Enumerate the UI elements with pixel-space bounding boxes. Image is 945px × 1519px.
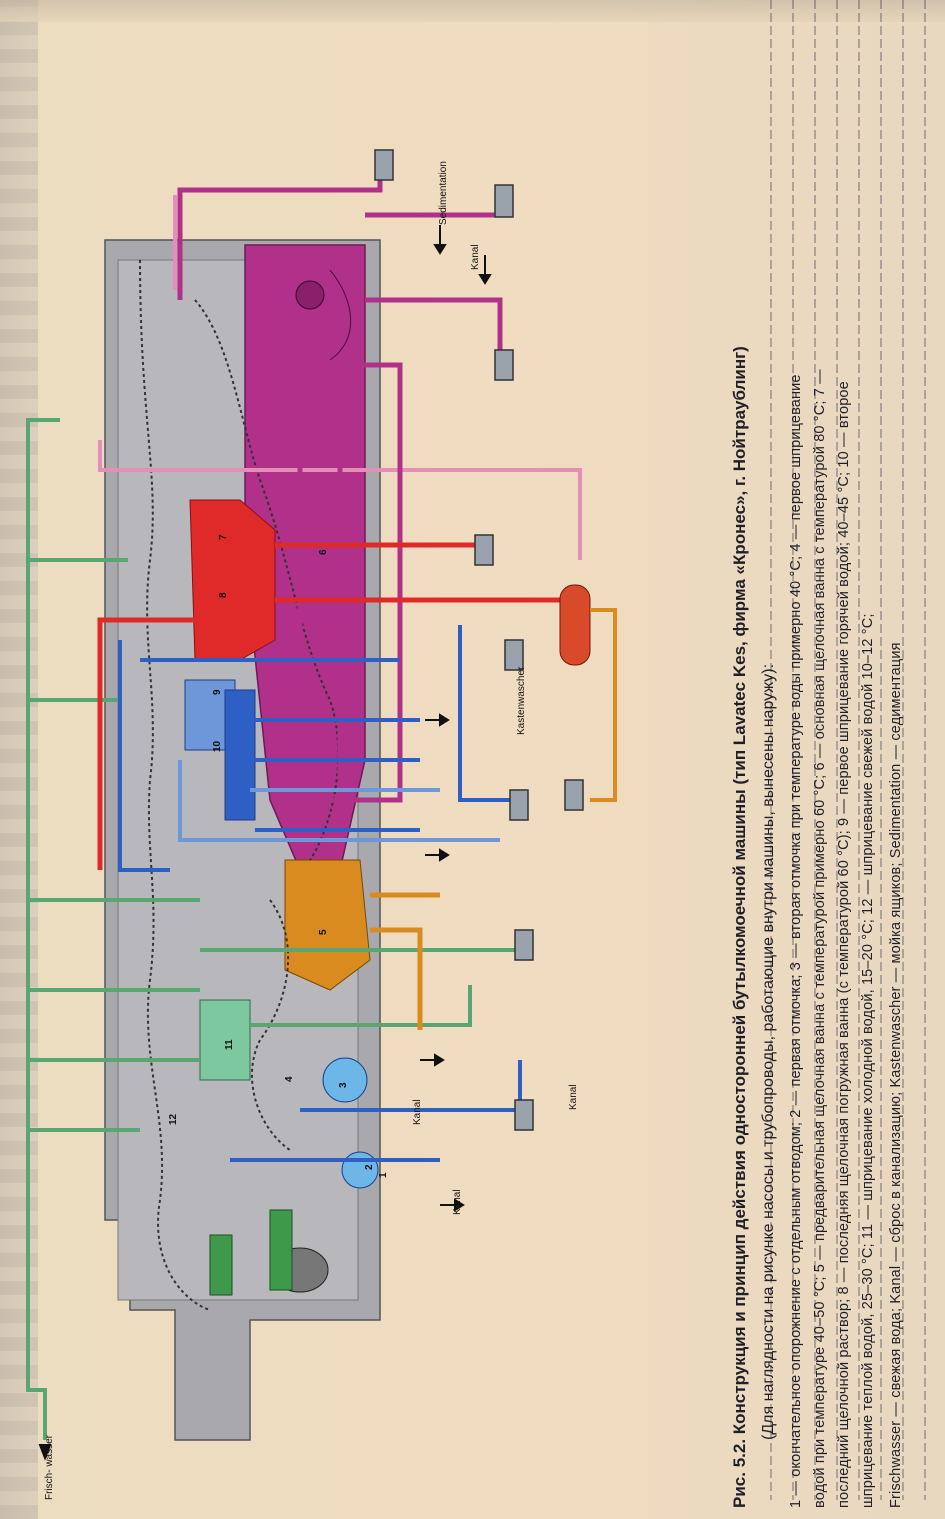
kanal-label-2: Kanal: [568, 1084, 579, 1110]
zone-number-6: 6: [318, 549, 329, 555]
kastenwascher-label: Kastenwascher: [516, 666, 527, 735]
left-page-bleed: [0, 0, 38, 1519]
heat-exchanger: [559, 584, 617, 802]
bottle-conveyor: [139, 259, 340, 1311]
zone-number-8: 8: [218, 592, 229, 598]
caption-line-2: водой при температуре 40–50 °С; 5 — пред…: [812, 369, 828, 1508]
caption-line-1: 1 — окончательное опорожнение с отдельны…: [788, 374, 804, 1508]
figure-title: Рис. 5.2. Конструкция и принцип действия…: [730, 346, 749, 1508]
caption-line-4: шприцевание теплой водой, 25–30 °С; 11 —…: [860, 613, 876, 1508]
background-text-column: [760, 0, 945, 1519]
zone-number-4: 4: [284, 1076, 295, 1082]
zone-number-3: 3: [338, 1082, 349, 1088]
zone-number-1: 1: [378, 1172, 389, 1178]
zone-number-10: 10: [212, 740, 223, 752]
kanal-label-4: Kanal: [452, 1189, 463, 1215]
bath-3: [322, 1057, 368, 1103]
caption-line-3: последний щелочной раствор; 8 — последня…: [836, 381, 852, 1508]
fresh-water-pipes: [26, 418, 520, 1440]
kanal-label-3: Kanal: [412, 1099, 423, 1125]
bath-2: [341, 1151, 379, 1189]
sedimentation-label: Sedimentation: [438, 161, 449, 225]
light-blue-pipes: [178, 760, 500, 842]
zone-number-11: 11: [224, 1039, 235, 1050]
flow-arrows: [38, 225, 492, 1461]
kanal-label-1: Kanal: [470, 244, 481, 270]
fresh-water-inlet-arrow: [38, 1444, 52, 1461]
orange-pipes: [370, 892, 440, 1030]
bath-9-10: [184, 679, 256, 821]
red-pipes: [97, 542, 560, 870]
zone-number-5: 5: [318, 929, 329, 935]
drive-units: [209, 1209, 329, 1296]
pumps: [374, 149, 584, 1131]
top-page-bleed: [0, 0, 945, 22]
bath-11: [199, 999, 251, 1081]
figure-subtitle: (Для наглядности на рисунке насосы и тру…: [760, 663, 777, 1440]
zone-number-9: 9: [212, 689, 223, 695]
bath-7-8: [189, 499, 276, 661]
zone-number-12: 12: [168, 1113, 179, 1125]
zone-number-7: 7: [218, 534, 229, 540]
caption-line-5: Frischwasser — свежая вода; Kanal — сбро…: [888, 642, 904, 1508]
frischwasser-label: Frisch- wasser: [44, 1434, 55, 1500]
zone-number-2: 2: [364, 1164, 375, 1170]
